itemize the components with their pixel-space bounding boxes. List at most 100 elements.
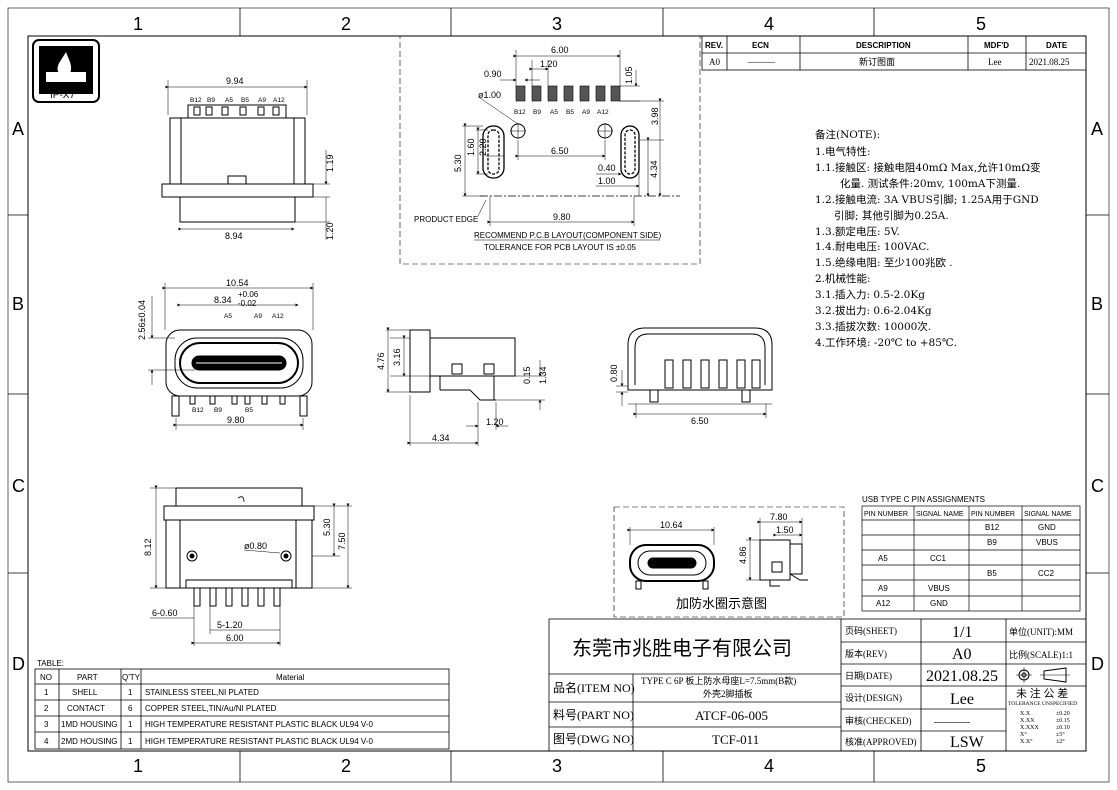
svg-text:A12: A12 [597, 109, 609, 116]
svg-text:———: ——— [933, 714, 971, 728]
svg-text:料号(PART NO): 料号(PART NO) [553, 708, 634, 722]
svg-text:±2°: ±2° [1056, 738, 1065, 745]
svg-text:A0: A0 [952, 646, 972, 663]
dim-0.90-pcb: 0.90 [484, 69, 502, 79]
ip-x7-logo: 30 Min/1.5M IP-X7 [32, 39, 100, 103]
svg-text:A9: A9 [582, 109, 590, 116]
svg-text:VBUS: VBUS [1036, 538, 1058, 547]
dim-1.20-side: 1.20 [486, 417, 504, 427]
svg-text:2: 2 [44, 704, 49, 713]
dim-6.00-bottom: 6.00 [226, 633, 244, 643]
svg-text:IP-X7: IP-X7 [50, 90, 75, 101]
svg-text:A5: A5 [878, 554, 888, 563]
svg-text:日期(DATE): 日期(DATE) [845, 671, 892, 681]
svg-text:A5: A5 [225, 97, 233, 104]
svg-text:———: ——— [747, 57, 776, 67]
svg-text:CC1: CC1 [930, 554, 947, 563]
rear-view [616, 327, 773, 418]
svg-text:B5: B5 [566, 109, 574, 116]
dim-2.56: 2.56±0.04 [137, 300, 147, 340]
dim-0.80-rear: 0.80 [609, 364, 619, 382]
dim-3.98-pcb: 3.98 [650, 107, 660, 125]
pin-table-grid [861, 505, 1081, 612]
svg-text:X.XXX: X.XXX [1020, 725, 1039, 731]
svg-text:HIGH TEMPERATURE RESISTANT PLA: HIGH TEMPERATURE RESISTANT PLASTIC BLACK… [145, 737, 373, 746]
item-value-line1: TYPE C 6P 板上防水母座L=7.5mm(B款) [641, 675, 796, 686]
svg-text:COPPER STEEL,TIN/Au/NI PLATED: COPPER STEEL,TIN/Au/NI PLATED [145, 704, 277, 713]
svg-text:C: C [1091, 476, 1104, 496]
svg-text:2.机械性能:: 2.机械性能: [815, 272, 871, 285]
svg-text:STAINLESS STEEL,NI PLATED: STAINLESS STEEL,NI PLATED [145, 688, 259, 697]
svg-text:1: 1 [128, 737, 133, 746]
dim-phi-1.00: ø1.00 [478, 90, 501, 100]
dim-5x1.20: 5-1.20 [217, 620, 243, 630]
svg-text:±0.20: ±0.20 [1056, 711, 1070, 717]
svg-text:GND: GND [930, 599, 948, 608]
svg-text:A5: A5 [224, 313, 232, 320]
svg-text:±0.15: ±0.15 [1056, 718, 1070, 724]
svg-text:B9: B9 [533, 109, 541, 116]
svg-text:B12: B12 [985, 523, 1000, 532]
svg-text:1: 1 [133, 756, 143, 776]
svg-text:B: B [12, 294, 24, 314]
svg-text:1: 1 [133, 14, 143, 34]
svg-text:Material: Material [276, 673, 305, 682]
title-block-grid [548, 618, 1087, 752]
svg-text:CC2: CC2 [1038, 569, 1055, 578]
svg-text:ECN: ECN [752, 41, 769, 50]
dim-4.34-pcb: 4.34 [649, 160, 659, 178]
dim-0.15: 0.15 [522, 366, 532, 384]
material-table-grid [34, 668, 450, 750]
svg-text:A9: A9 [254, 313, 262, 320]
svg-text:审核(CHECKED): 审核(CHECKED) [845, 715, 912, 726]
dim-6.50-pcb: 6.50 [551, 146, 569, 156]
svg-text:B: B [1091, 294, 1103, 314]
svg-text:B9: B9 [987, 538, 997, 547]
dim-8.34: 8.34 [214, 295, 232, 305]
svg-text:B12: B12 [514, 109, 526, 116]
svg-text:X°: X° [1020, 731, 1027, 738]
dim-9.80-pcb: 9.80 [553, 212, 571, 222]
svg-text:B5: B5 [241, 97, 249, 104]
part-number: ATCF-06-005 [695, 708, 768, 723]
grid-column-labels: 1 2 3 4 5 1 2 3 4 5 [133, 14, 986, 776]
svg-text:版本(REV): 版本(REV) [845, 648, 887, 659]
seal-sketch [613, 506, 845, 618]
seal-caption: 加防水圈示意图 [676, 596, 767, 612]
svg-text:Lee: Lee [988, 57, 1002, 67]
svg-text:1: 1 [128, 688, 133, 697]
dim-6.00-pcb: 6.00 [551, 45, 569, 55]
dim-7.50: 7.50 [337, 532, 347, 550]
svg-text:3.2.拔出力: 0.6-2.04Kg: 3.2.拔出力: 0.6-2.04Kg [815, 304, 932, 317]
svg-text:3: 3 [552, 14, 562, 34]
svg-text:HIGH TEMPERATURE RESISTANT PLA: HIGH TEMPERATURE RESISTANT PLASTIC BLACK… [145, 720, 373, 729]
svg-text:D: D [12, 654, 25, 674]
dim-1.60-pcb: 1.60 [466, 138, 476, 156]
outer-border [7, 7, 1110, 783]
dim-1.00-pcb: 1.00 [598, 176, 616, 186]
dim-7.80: 7.80 [770, 512, 788, 522]
dim-phi-0.80: ø0.80 [244, 541, 267, 551]
svg-text:2: 2 [341, 756, 351, 776]
scale-label: 比例(SCALE)1:1 [1009, 649, 1073, 660]
dim-5.30-pcb: 5.30 [453, 154, 463, 172]
bottom-view [150, 485, 352, 646]
svg-text:GND: GND [1038, 523, 1056, 532]
svg-text:1.电气特性:: 1.电气特性: [815, 145, 871, 158]
svg-text:30 Min/1.5M: 30 Min/1.5M [43, 84, 76, 90]
svg-text:A: A [1091, 119, 1103, 139]
svg-text:B9: B9 [214, 407, 222, 414]
svg-text:1.5.绝缘电阻: 至少100兆欧 .: 1.5.绝缘电阻: 至少100兆欧 . [815, 256, 953, 269]
svg-text:A0: A0 [709, 57, 720, 67]
svg-text:MDF'D: MDF'D [984, 41, 1009, 50]
svg-text:X.X°: X.X° [1020, 738, 1033, 745]
svg-text:1.4.耐电电压: 100VAC.: 1.4.耐电电压: 100VAC. [815, 240, 929, 253]
dim-0.40-pcb: 0.40 [598, 163, 616, 173]
dim-1.20: 1.20 [325, 222, 335, 240]
svg-text:B5: B5 [987, 569, 997, 578]
